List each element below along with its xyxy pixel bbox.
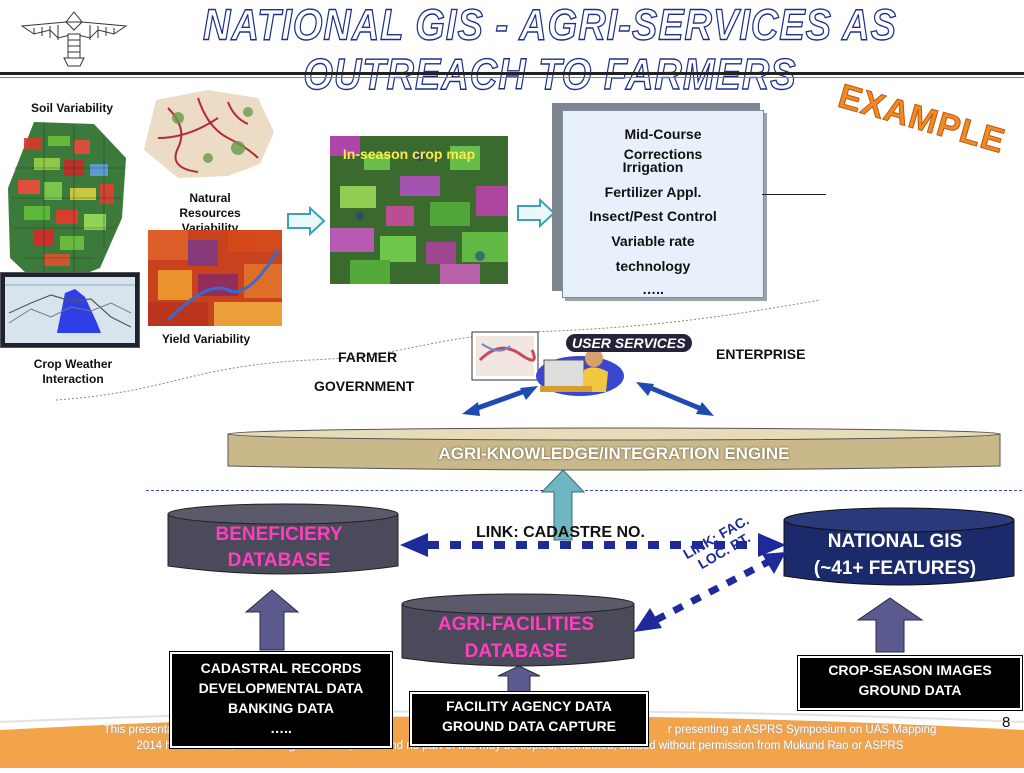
- page-number: 8: [1002, 714, 1011, 731]
- correction-irrigation: Irrigation: [622, 159, 684, 175]
- facilities-label-line1: AGRI-FACILITIES: [437, 614, 595, 635]
- dashed-separator: [146, 490, 1022, 491]
- correction-fertilizer: Fertilizer Appl.: [604, 184, 702, 200]
- correction-more: …..: [642, 281, 664, 297]
- correction-variable-rate: Variable rate: [611, 233, 695, 249]
- user-services-label: USER SERVICES: [566, 334, 692, 352]
- facilities-database: [400, 592, 636, 672]
- user-services-illustration: [470, 330, 630, 402]
- engine-input-arrow: [540, 468, 586, 542]
- cadastral-line1: CADASTRAL RECORDS: [200, 660, 362, 676]
- logo: [14, 8, 134, 68]
- cadastral-line4: …..: [270, 720, 292, 736]
- national-gis-database: [782, 506, 1016, 592]
- cadastre-link-arrow: [398, 532, 788, 558]
- corrections-card: Mid-Course Corrections Irrigation Fertil…: [562, 110, 764, 298]
- farmer-label: FARMER: [338, 349, 398, 365]
- natural-resources-map: [138, 88, 278, 186]
- soil-variability-map: [4, 118, 130, 294]
- hollow-arrow-icon: [516, 197, 556, 229]
- yield-variability-map: [148, 230, 282, 326]
- facility-line1: FACILITY AGENCY DATA: [446, 698, 612, 714]
- header-rule-thin: [0, 77, 1024, 78]
- inseason-crop-map: [330, 136, 508, 284]
- soil-variability-label: Soil Variability: [30, 101, 114, 115]
- facility-input-arrow: [496, 664, 542, 694]
- correction-technology: technology: [615, 258, 691, 274]
- cadastral-line2: DEVELOPMENTAL DATA: [198, 680, 364, 696]
- beneficiary-label-line1: BENEFICIERY: [215, 524, 343, 545]
- bidirectional-arrow-left: [458, 380, 542, 420]
- national-gis-label-line1: NATIONAL GIS: [827, 531, 963, 552]
- link-cadastre-label: LINK: CADASTRE NO.: [476, 524, 645, 541]
- government-label: GOVERNMENT: [314, 378, 415, 394]
- header-rule: [0, 72, 1024, 75]
- facilities-label-line2: DATABASE: [464, 641, 568, 662]
- cadastral-input-arrow: [244, 588, 300, 652]
- bidirectional-arrow-right: [634, 378, 718, 420]
- inseason-map-label: In-season crop map: [342, 146, 476, 162]
- facility-link-arrow: [630, 548, 790, 636]
- cadastral-box: CADASTRAL RECORDS DEVELOPMENTAL DATA BAN…: [170, 652, 392, 748]
- integration-engine: [220, 426, 1008, 474]
- page-title: NATIONAL GIS - AGRI-SERVICES AS OUTREACH…: [202, 1, 897, 100]
- facility-box: FACILITY AGENCY DATA GROUND DATA CAPTURE: [410, 692, 648, 746]
- enterprise-label: ENTERPRISE: [716, 346, 806, 362]
- engine-label: AGRI-KNOWLEDGE/INTEGRATION ENGINE: [438, 444, 790, 463]
- crop-season-line1: CROP-SEASON IMAGES: [828, 662, 992, 678]
- crop-weather-chart: [0, 272, 140, 348]
- crop-season-box: CROP-SEASON IMAGES GROUND DATA: [798, 656, 1022, 710]
- crop-season-input-arrow: [856, 596, 924, 654]
- crop-weather-label: Crop Weather Interaction: [33, 357, 113, 386]
- natural-resources-label: Natural Resources Variability: [179, 191, 241, 235]
- correction-pest: Insect/Pest Control: [589, 208, 717, 224]
- facility-line2: GROUND DATA CAPTURE: [442, 718, 616, 734]
- yield-variability-label: Yield Variability: [161, 332, 251, 346]
- computer-user-icon: [471, 331, 624, 396]
- connector-line: [762, 194, 826, 195]
- crop-season-line2: GROUND DATA: [858, 682, 962, 698]
- corrections-title: Mid-Course Corrections: [623, 126, 703, 162]
- beneficiary-label-line2: DATABASE: [227, 550, 331, 571]
- hollow-arrow-icon: [286, 205, 326, 237]
- eagle-logo-icon: [20, 11, 128, 67]
- cadastral-line3: BANKING DATA: [227, 700, 335, 716]
- national-gis-label-line2: (~41+ FEATURES): [813, 558, 977, 579]
- beneficiary-database: [166, 502, 400, 580]
